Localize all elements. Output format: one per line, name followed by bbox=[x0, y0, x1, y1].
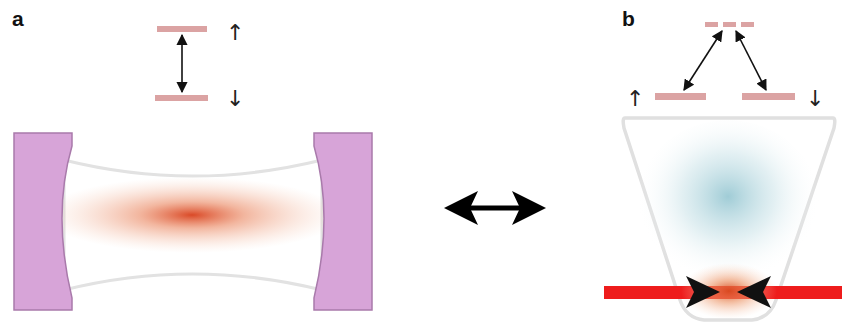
virtual-level bbox=[705, 22, 718, 27]
spin-down-symbol: ↓ bbox=[226, 88, 244, 110]
transition-arrow bbox=[684, 31, 722, 90]
mirror bbox=[14, 133, 72, 310]
energy-level bbox=[742, 93, 795, 100]
virtual-level bbox=[723, 22, 736, 27]
atom-spot bbox=[681, 263, 777, 319]
panel-label: a bbox=[12, 8, 24, 29]
arrowhead bbox=[512, 191, 546, 225]
energy-level bbox=[155, 95, 208, 101]
cavity-mode bbox=[42, 177, 342, 253]
equivalence-arrow bbox=[462, 206, 528, 211]
spin-up-symbol: ↑ bbox=[226, 22, 244, 44]
transition-arrow bbox=[736, 31, 766, 90]
spin-down-symbol: ↓ bbox=[806, 88, 824, 110]
virtual-level bbox=[741, 22, 754, 27]
panel-label: b bbox=[622, 8, 635, 29]
mirror bbox=[314, 133, 372, 310]
arrowhead bbox=[686, 276, 720, 308]
arrowhead bbox=[737, 276, 771, 308]
transition-arrow bbox=[181, 35, 183, 92]
arrowhead bbox=[444, 191, 478, 225]
spin-up-symbol: ↑ bbox=[626, 88, 644, 110]
energy-level bbox=[157, 26, 207, 32]
energy-level bbox=[655, 93, 706, 100]
